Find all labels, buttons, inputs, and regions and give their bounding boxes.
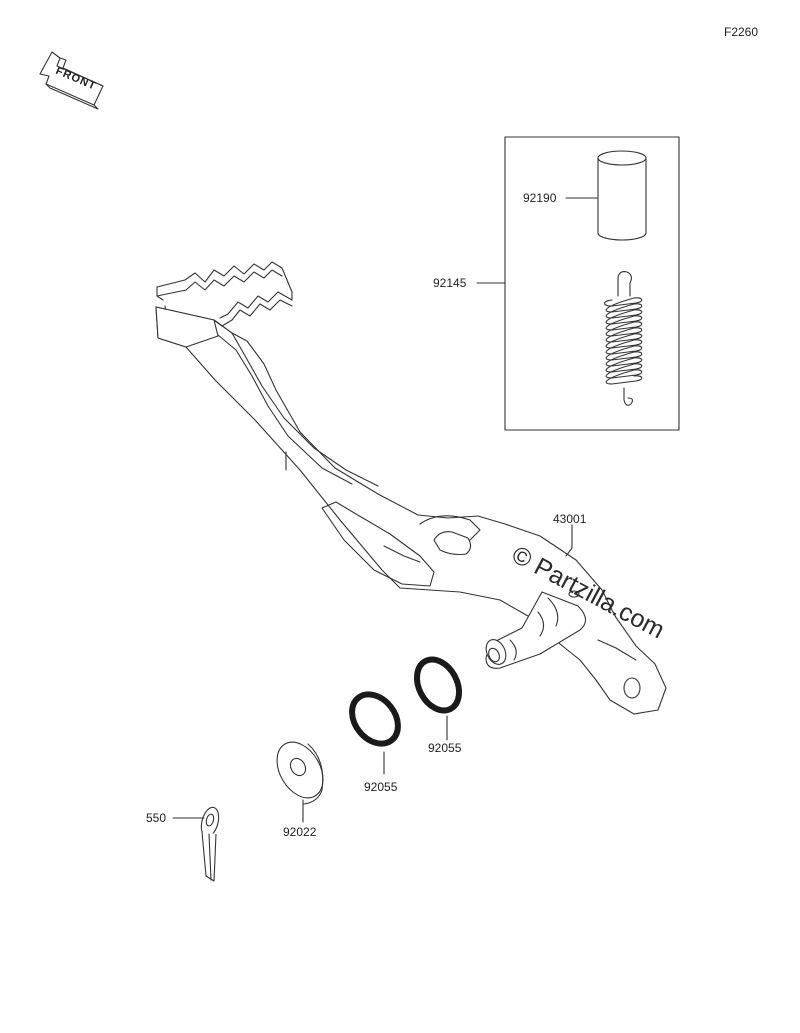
brake-pedal-part[interactable]: [155, 261, 667, 715]
cotter-pin-part[interactable]: [172, 805, 222, 882]
seal-right-part-number[interactable]: 92055: [428, 741, 462, 755]
pedal-part-number[interactable]: 43001: [553, 512, 587, 526]
washer-part[interactable]: [268, 734, 333, 823]
kit-part-number[interactable]: 92145: [433, 276, 467, 290]
kit-box: [504, 136, 680, 431]
washer-part-number[interactable]: 92022: [283, 825, 317, 839]
cotter-pin-part-number[interactable]: 550: [146, 811, 166, 825]
spring-part[interactable]: [603, 271, 643, 406]
front-label: FRONT: [54, 65, 98, 93]
sleeve-part-number[interactable]: 92190: [523, 191, 557, 205]
figure-code: F2260: [724, 25, 758, 39]
seal-right-part[interactable]: [409, 652, 468, 741]
seal-left-part[interactable]: [343, 685, 408, 775]
front-arrow-icon: FRONT: [39, 51, 104, 110]
sleeve-part[interactable]: [565, 150, 647, 241]
seal-left-part-number[interactable]: 92055: [364, 780, 398, 794]
